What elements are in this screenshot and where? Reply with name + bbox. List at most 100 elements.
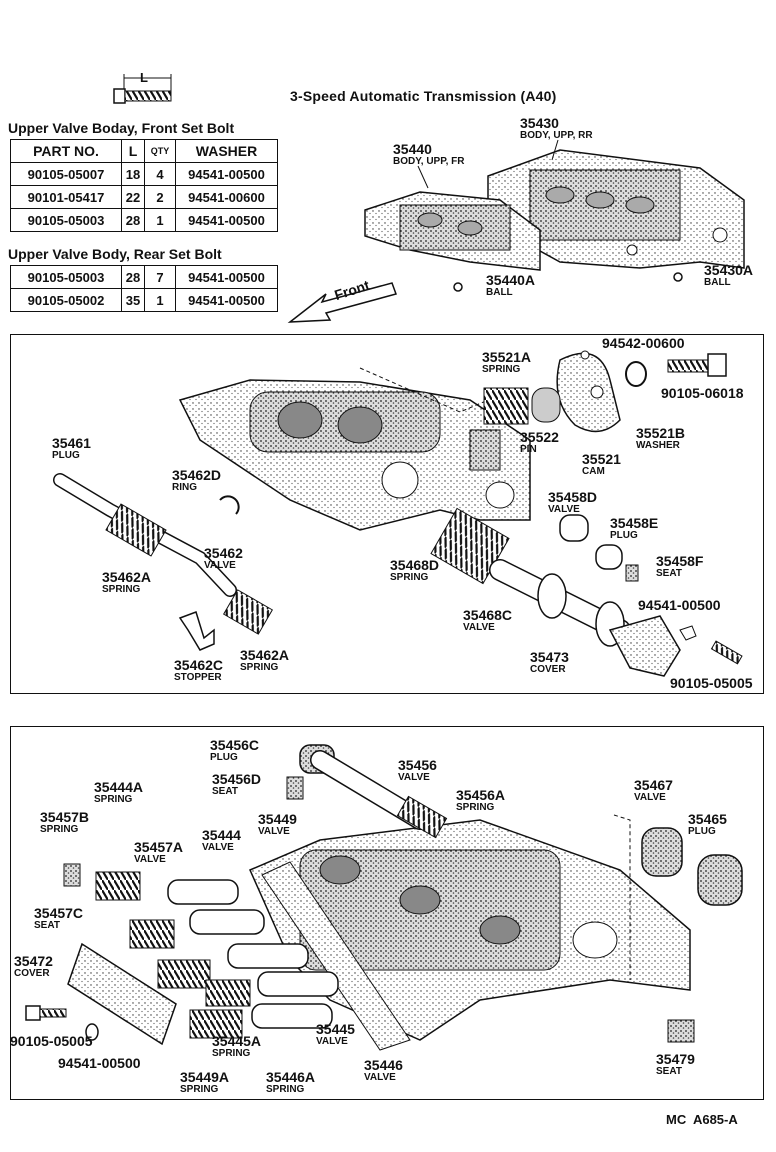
- table-row: 90105-05007 18 4 94541-00500: [10, 162, 278, 186]
- cell-washer: 94541-00500: [175, 162, 278, 186]
- part-label-90105-05005-a[interactable]: 90105-05005: [670, 675, 753, 691]
- cell-l: 35: [121, 288, 145, 312]
- spring-35446a: [189, 1009, 243, 1039]
- valve-35458d: [559, 514, 589, 542]
- cell-l: 18: [121, 162, 145, 186]
- part-label-90105-05005-b[interactable]: 90105-05005: [10, 1033, 93, 1049]
- part-label-94541-00500-b[interactable]: 94541-00500: [58, 1055, 141, 1071]
- table-row: 90105-05002 35 1 94541-00500: [10, 288, 278, 312]
- spring-35449a: [157, 959, 211, 989]
- pin-35522: [531, 387, 561, 423]
- ball-35430a: [673, 272, 683, 282]
- cell-washer: 94541-00500: [175, 208, 278, 232]
- cell-l: 22: [121, 185, 145, 209]
- cell-qty: 1: [144, 208, 176, 232]
- cell-qty: 4: [144, 162, 176, 186]
- bolt-90105-05005-a-drawing: [710, 640, 743, 665]
- valve-group-frame-1: [10, 334, 764, 694]
- cell-part-no: 90101-05417: [10, 185, 122, 209]
- cell-washer: 94541-00500: [175, 288, 278, 312]
- col-header-qty: QTY: [144, 139, 176, 163]
- washer-94541-b: [85, 1023, 99, 1041]
- part-label-94541-00500-a[interactable]: 94541-00500: [638, 597, 721, 613]
- valve-35445: [257, 971, 339, 997]
- table-row: 90105-05003 28 1 94541-00500: [10, 208, 278, 232]
- washer-94541-a: [679, 625, 697, 641]
- valve-35467-drawing: [641, 827, 743, 906]
- lower-valve-body-upper-drawing: [178, 379, 531, 531]
- part-label-90105-06018[interactable]: 90105-06018: [661, 385, 744, 401]
- seat-35479: [667, 1019, 695, 1043]
- cell-qty: 7: [144, 265, 176, 289]
- valve-35457a: [167, 879, 239, 905]
- cell-part-no: 90105-05003: [10, 265, 122, 289]
- col-header-washer: WASHER: [175, 139, 278, 163]
- bolt-90105-06018-drawing: [667, 353, 727, 377]
- cell-l: 28: [121, 265, 145, 289]
- cell-part-no: 90105-05002: [10, 288, 122, 312]
- seat-35456d: [286, 776, 304, 800]
- col-header-part-no: PART NO.: [10, 139, 122, 163]
- page-title: 3-Speed Automatic Transmission (A40): [290, 88, 557, 104]
- col-header-l: L: [121, 139, 145, 163]
- cell-qty: 1: [144, 288, 176, 312]
- valve-35456-drawing: [299, 744, 448, 839]
- front-bolt-table: PART NO. L QTY WASHER 90105-05007 18 4 9…: [10, 139, 278, 232]
- part-label-94542-00600[interactable]: 94542-00600: [602, 335, 685, 351]
- front-arrow-icon: [287, 282, 397, 323]
- upper-valve-body-rear-drawing: [487, 149, 745, 269]
- spring-35445a: [205, 979, 251, 1007]
- valve-35468c-drawing: [430, 507, 631, 647]
- spring-35444a: [129, 919, 175, 949]
- cell-part-no: 90105-05003: [10, 208, 122, 232]
- valve-group-frame-2: [10, 726, 764, 1100]
- rear-bolt-table: 90105-05003 28 7 94541-00500 90105-05002…: [10, 265, 278, 312]
- spring-35521a: [483, 387, 529, 425]
- cell-part-no: 90105-05007: [10, 162, 122, 186]
- lower-valve-body-lower-drawing: [249, 819, 691, 1051]
- cell-qty: 2: [144, 185, 176, 209]
- ball-35440a: [453, 282, 463, 292]
- ring-35462d: [219, 495, 240, 515]
